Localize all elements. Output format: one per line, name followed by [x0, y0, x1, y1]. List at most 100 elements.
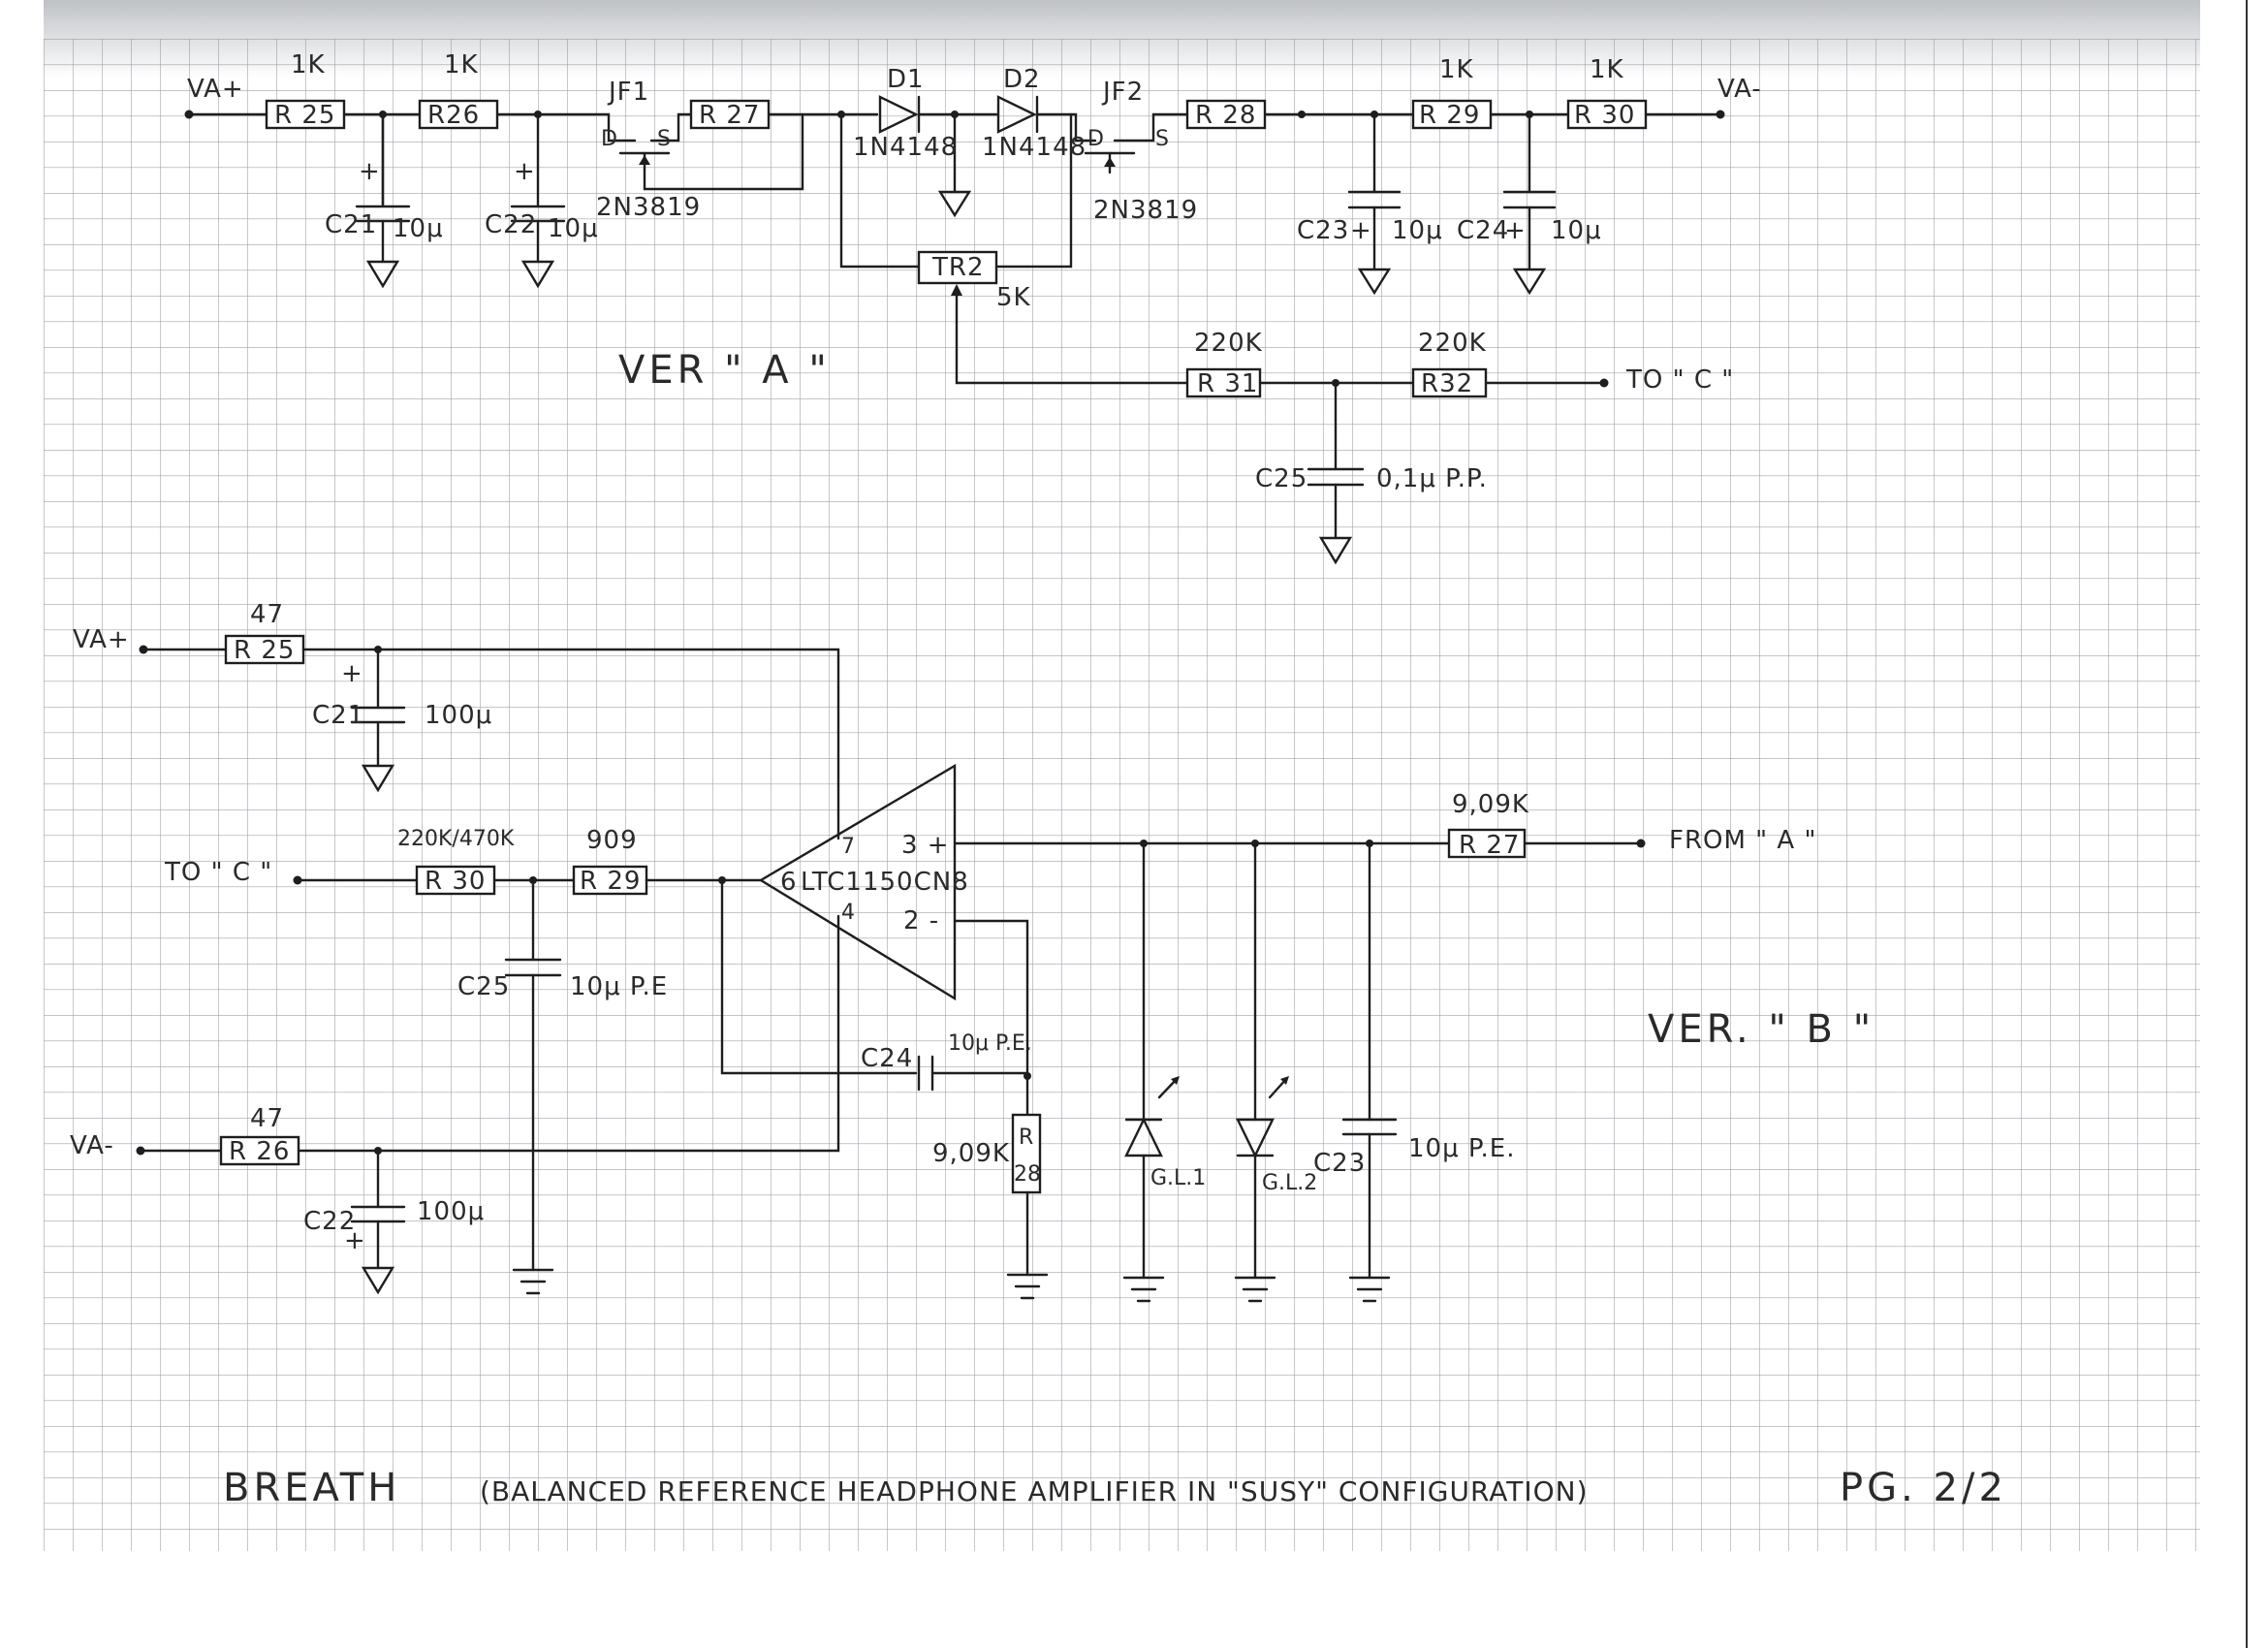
- r29-a-value: 1K: [1439, 55, 1474, 84]
- node: [1636, 839, 1646, 848]
- resistor-r25-a: [265, 99, 346, 130]
- r30-a-ref: R 30: [1574, 101, 1635, 130]
- r27-a-ref: R 27: [699, 101, 760, 130]
- vb-pos-wire-b: [301, 648, 840, 840]
- feedback-wire-left: [720, 878, 918, 1075]
- r32-a-ref: R32: [1421, 369, 1473, 398]
- resistor-r27-b: [1447, 828, 1527, 859]
- resistor-r26-a: [418, 99, 499, 130]
- r25-b-value: 47: [250, 600, 284, 629]
- wire-d2-jf2: [1035, 112, 1097, 143]
- ground-icon: [1357, 268, 1392, 296]
- c22-b-plus: +: [344, 1226, 366, 1255]
- resistor-r30-a: [1566, 99, 1648, 130]
- r28-b-value: 9,09K: [932, 1139, 1010, 1168]
- c21-b-ref: C21: [312, 701, 364, 730]
- gl1-label: G.L.1: [1150, 1166, 1206, 1190]
- r31-a-ref: R 31: [1197, 369, 1258, 398]
- from-a-label: FROM " A ": [1669, 826, 1816, 855]
- opamp-pin2: 2 -: [903, 906, 939, 935]
- node: [1599, 378, 1609, 388]
- scan-shadow: [44, 0, 2200, 78]
- inv-input-wire: [953, 919, 1029, 1117]
- resistor-r27-a: [689, 99, 771, 130]
- led-gl2: [1236, 1118, 1275, 1158]
- c22-plus: +: [514, 157, 536, 186]
- wire-jf2-r28: [1113, 112, 1189, 143]
- c22-b-value: 100μ: [417, 1197, 485, 1226]
- r26-b-value: 47: [250, 1104, 284, 1133]
- opamp-pin7: 7: [841, 835, 855, 859]
- trimmer-tr2: [917, 250, 998, 285]
- vb-neg-wire-b: [297, 914, 840, 1153]
- vb-neg-label: VA-: [70, 1131, 114, 1160]
- resistor-r30-b: [415, 865, 496, 896]
- r25-a-value: 1K: [291, 50, 326, 79]
- c24-plus: +: [1504, 216, 1527, 245]
- jf2-part: 2N3819: [1093, 196, 1198, 225]
- tr2-left-wire: [839, 112, 921, 269]
- r29-b-value: 909: [586, 826, 638, 855]
- opamp-pin3: 3 +: [901, 831, 950, 860]
- ground-icon: [1318, 536, 1353, 565]
- version-b-label: VER. " B ": [1648, 1007, 1874, 1052]
- c22-b-ref: C22: [303, 1207, 356, 1236]
- r25-a-ref: R 25: [274, 101, 335, 130]
- node: [1716, 110, 1725, 119]
- tr2-wiper-wire: [955, 287, 1189, 385]
- ground-icon: [937, 190, 972, 218]
- c21-a-value: 10μ: [393, 214, 444, 243]
- ground-icon: [365, 260, 400, 289]
- r25-b-ref: R 25: [234, 636, 295, 665]
- version-a-label: VER " A ": [618, 348, 831, 393]
- c23-a-value: 10μ: [1392, 216, 1443, 245]
- ground-icon: [361, 764, 395, 793]
- opamp-pin6: 6: [780, 868, 798, 897]
- resistor-r28-b: [1011, 1113, 1042, 1194]
- node: [1298, 111, 1306, 118]
- c23-a-ref: C23: [1297, 216, 1349, 245]
- r28-a-ref: R 28: [1195, 101, 1256, 130]
- node: [184, 110, 194, 119]
- d2-ref: D2: [1003, 65, 1041, 94]
- resistor-r32-a: [1411, 367, 1488, 398]
- c21-b-value: 100μ: [425, 701, 492, 730]
- jf1-pin-s: S: [657, 127, 671, 151]
- jf1-part: 2N3819: [596, 193, 701, 222]
- resistor-r28-a: [1185, 99, 1267, 130]
- r29-a-ref: R 29: [1419, 101, 1480, 130]
- to-c-label-a: TO " C ": [1625, 365, 1734, 395]
- c22-a-value: 10μ: [548, 214, 599, 243]
- resistor-r29-a: [1411, 99, 1493, 130]
- version-b-circuit: VA+ VA- 47 R 25 + C21 100μ 47 R 26 C22 +…: [70, 600, 1874, 1303]
- ground-icon: [361, 1266, 395, 1295]
- opamp-pin4: 4: [841, 901, 855, 925]
- c25-a-value: 0,1μ P.P.: [1376, 464, 1488, 493]
- ground-icon: [1512, 268, 1547, 296]
- wire-r26-jf1: [495, 112, 637, 143]
- c23-b-value: 10μ P.E.: [1408, 1134, 1515, 1163]
- va-pos-label: VA+: [187, 75, 244, 104]
- jf1-gate-wire: [643, 112, 804, 191]
- d1-ref: D1: [887, 65, 925, 94]
- r26-b-ref: R 26: [229, 1137, 290, 1166]
- c25-b-ref: C25: [457, 972, 510, 1001]
- jf1-pin-d: D: [601, 127, 617, 151]
- r28-b-ref2: 28: [1014, 1162, 1041, 1187]
- page-number: PG. 2/2: [1840, 1466, 2007, 1510]
- c21-a-ref: C21: [325, 210, 377, 239]
- graph-paper-grid: [44, 39, 2200, 1551]
- c23-plus: +: [1350, 216, 1372, 245]
- sheet-title: BREATH: [223, 1466, 400, 1510]
- c23-b-ref: C23: [1313, 1149, 1366, 1178]
- c25-a-ref: C25: [1255, 464, 1307, 493]
- c21-b-plus: +: [341, 659, 363, 688]
- r30-b-ref: R 30: [425, 867, 486, 896]
- jf2-ref: JF2: [1101, 78, 1144, 107]
- r28-b-ref1: R: [1019, 1125, 1033, 1150]
- c24-a-value: 10μ: [1551, 216, 1602, 245]
- opamp-ltc1150: [758, 763, 957, 1001]
- jf2-pin-d: D: [1087, 127, 1104, 151]
- diode-d2: [996, 95, 1037, 134]
